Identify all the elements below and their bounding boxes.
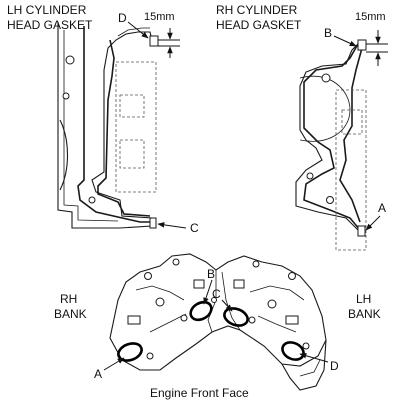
rh-title-line2: HEAD GASKET <box>216 18 302 32</box>
lh-dimension-text: 15mm <box>144 11 175 23</box>
lh-arrow-d <box>127 21 149 39</box>
front-arrow-a <box>103 357 125 371</box>
lh-label-c: C <box>190 221 199 235</box>
rh-bank-line2: BANK <box>54 307 87 321</box>
front-face-drawing <box>109 253 327 391</box>
lh-label-d: D <box>118 11 127 25</box>
lh-block-drawing <box>57 22 159 229</box>
lh-title-line1: LH CYLINDER <box>7 3 87 17</box>
front-label-a: A <box>94 367 102 381</box>
lh-panel: 15mm LH CYLINDER HEAD GASKET D C <box>7 3 199 235</box>
rh-label-b: B <box>324 26 332 40</box>
lh-bank-line1: LH <box>356 292 371 306</box>
front-label-c: C <box>212 287 221 301</box>
rh-panel: 15mm RH CYLINDER HEAD GASKET B A <box>216 3 388 251</box>
front-label-d: D <box>330 359 339 373</box>
front-arrow-d <box>299 353 329 363</box>
rh-block-drawing <box>295 39 367 251</box>
front-label-b: B <box>207 267 215 281</box>
front-arrow-c <box>221 299 233 312</box>
seal-point-d-circle <box>281 341 305 361</box>
seal-point-a-circle <box>117 342 143 362</box>
front-arrow-b <box>203 279 213 305</box>
lh-bank-line2: BANK <box>348 307 381 321</box>
front-face-caption: Engine Front Face <box>150 386 249 400</box>
front-face-panel: A B C D RH BANK LH BANK Engine Front Fac… <box>54 253 381 400</box>
rh-arrow-a <box>365 215 381 231</box>
lh-title-line2: HEAD GASKET <box>7 18 93 32</box>
lh-arrow-c <box>157 222 187 229</box>
rh-title-line1: RH CYLINDER <box>216 3 298 17</box>
seal-point-b-circle <box>189 300 213 322</box>
rh-bank-line1: RH <box>60 292 77 306</box>
rh-arrow-b <box>333 35 357 47</box>
lh-dimension-15mm: 15mm <box>144 11 180 58</box>
rh-dimension-15mm: 15mm <box>355 11 388 66</box>
rh-dimension-text: 15mm <box>355 11 386 23</box>
rh-label-a: A <box>378 201 386 215</box>
seal-point-c-circle <box>223 307 249 327</box>
